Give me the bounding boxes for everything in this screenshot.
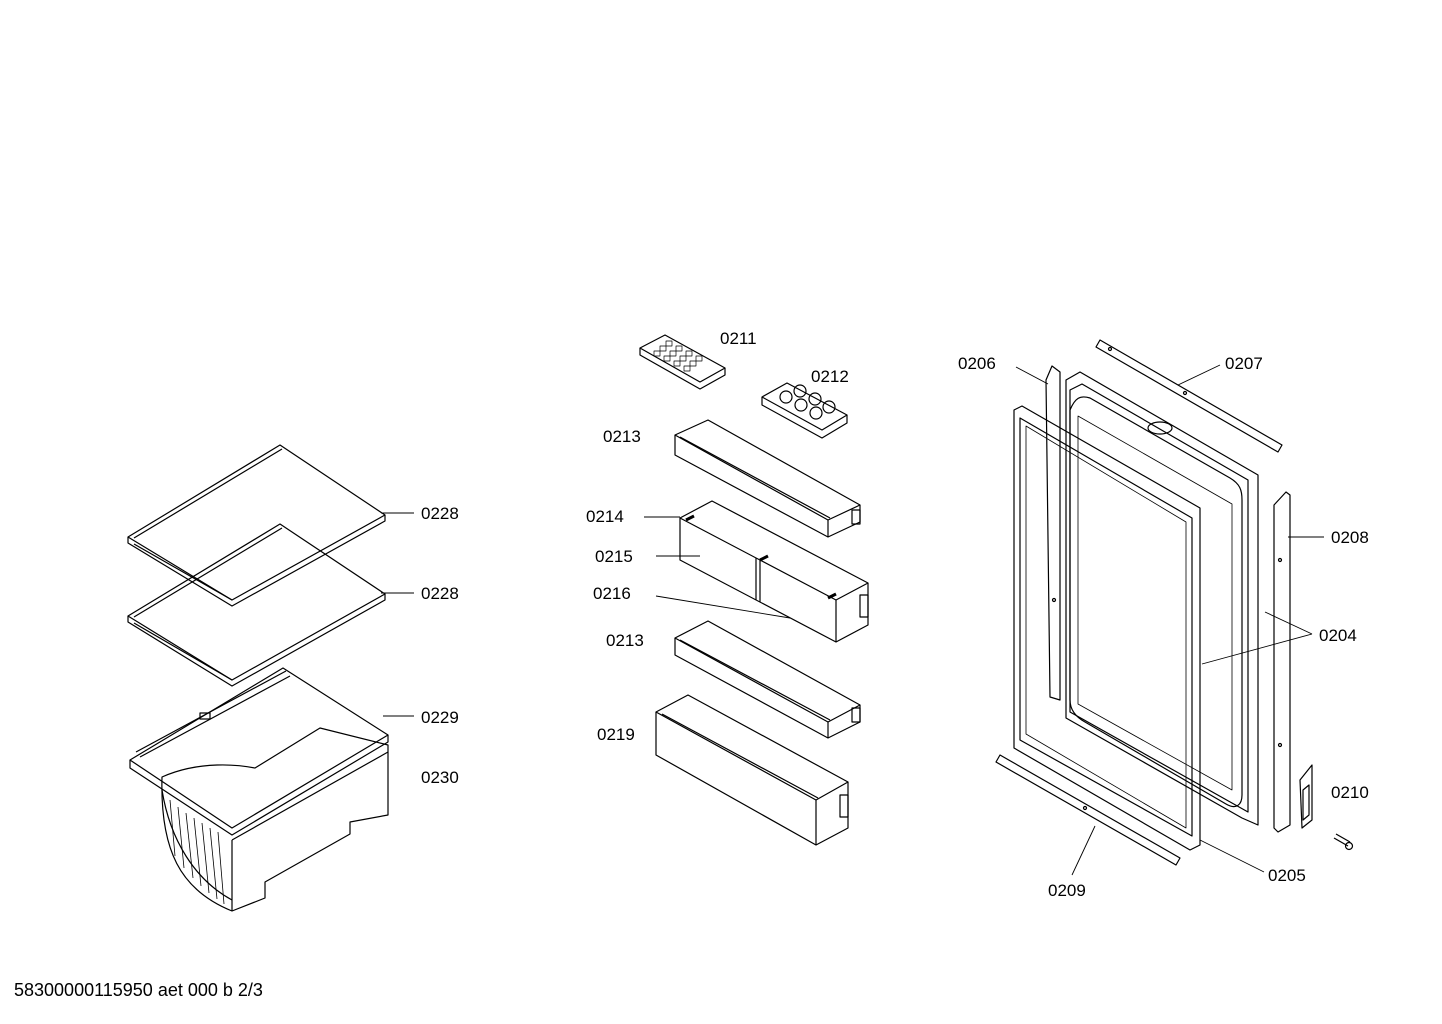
document-id: 58300000115950 aet 000 b 2/3 — [14, 980, 263, 1000]
leader-lines — [381, 364, 1324, 876]
label-0206: 0206 — [958, 354, 996, 373]
side-strip-right — [1273, 491, 1291, 833]
bottom-strip — [995, 754, 1181, 866]
label-0204: 0204 — [1319, 626, 1357, 645]
label-0215: 0215 — [595, 547, 633, 566]
door-bin-covered — [679, 500, 869, 643]
glass-shelf-lower — [127, 523, 386, 687]
part-labels: 0228 0228 0229 0230 0211 0212 0213 0214 … — [421, 329, 1369, 900]
label-0228-lower: 0228 — [421, 584, 459, 603]
label-0216: 0216 — [593, 584, 631, 603]
label-0205: 0205 — [1268, 866, 1306, 885]
label-0210: 0210 — [1331, 783, 1369, 802]
label-0208: 0208 — [1331, 528, 1369, 547]
screw — [1333, 833, 1354, 851]
door-bin-upper — [674, 419, 861, 538]
crisper-cover-shelf — [129, 667, 389, 836]
label-0207: 0207 — [1225, 354, 1263, 373]
label-0219: 0219 — [597, 725, 635, 744]
label-0211: 0211 — [720, 329, 757, 348]
egg-tray — [761, 382, 848, 439]
label-0213-upper: 0213 — [603, 427, 641, 446]
hinge-bracket — [1299, 764, 1313, 829]
label-0229: 0229 — [421, 708, 459, 727]
glass-shelf-upper — [127, 444, 386, 607]
label-0228-upper: 0228 — [421, 504, 459, 523]
side-strip-left — [1045, 365, 1061, 701]
ice-cube-tray — [639, 334, 726, 390]
bottle-bin — [655, 694, 849, 846]
crisper-drawer — [161, 727, 389, 912]
label-0213-lower: 0213 — [606, 631, 644, 650]
door-bin-middle — [674, 620, 861, 739]
top-strip — [1095, 339, 1283, 453]
label-0230: 0230 — [421, 768, 459, 787]
label-0212: 0212 — [811, 367, 849, 386]
label-0214: 0214 — [586, 507, 624, 526]
label-0209: 0209 — [1048, 881, 1086, 900]
door-panel — [1065, 371, 1259, 826]
door-gasket — [1013, 405, 1201, 851]
